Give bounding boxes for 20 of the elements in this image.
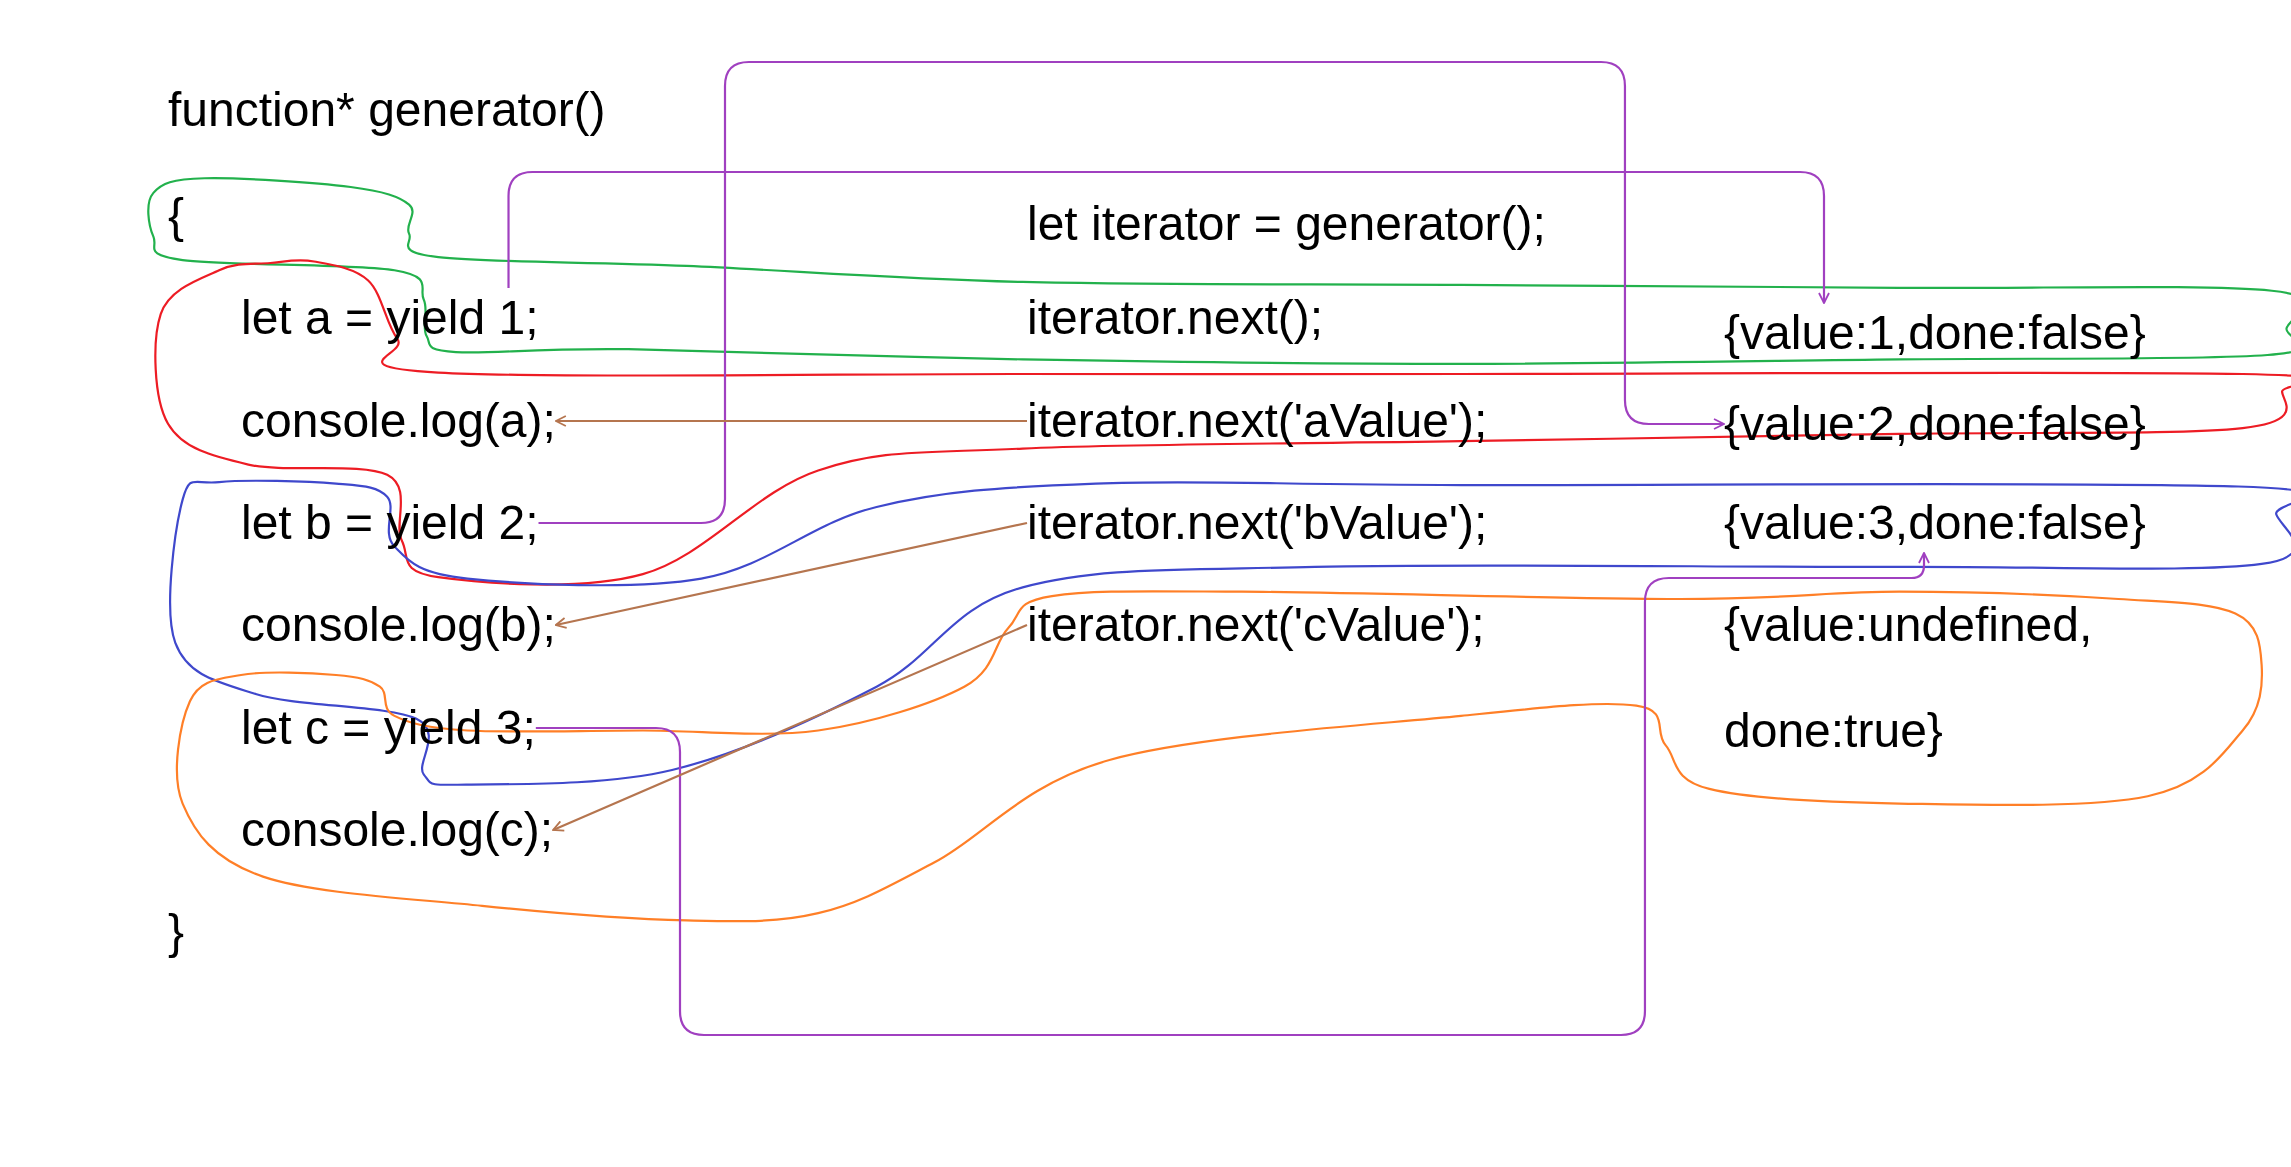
arrow: [507, 170, 1830, 304]
code-line: iterator.next('bValue');: [1027, 493, 1488, 553]
code-line: console.log(c);: [241, 800, 554, 860]
arrow: [554, 521, 1028, 629]
code-line: iterator.next('cValue');: [1027, 595, 1485, 655]
result-text: {value:1,done:false}: [1724, 303, 2146, 363]
code-line: iterator.next();: [1027, 290, 1324, 346]
arrow: [535, 552, 1930, 1037]
code-line: }: [168, 904, 185, 960]
code-line: console.log(b);: [241, 595, 556, 655]
result-text: {value:undefined, done:true}: [1724, 597, 2094, 759]
code-line: function* generator(): [168, 82, 606, 138]
code-line: let iterator = generator();: [1027, 196, 1546, 252]
arrow: [554, 415, 1027, 427]
arrow: [538, 60, 1725, 525]
arrow: [552, 624, 1028, 832]
code-line: {: [168, 188, 185, 244]
result-text: {value:3,done:false}: [1724, 493, 2146, 553]
code-line: console.log(a);: [241, 391, 556, 451]
code-line: iterator.next('aValue');: [1027, 391, 1488, 451]
